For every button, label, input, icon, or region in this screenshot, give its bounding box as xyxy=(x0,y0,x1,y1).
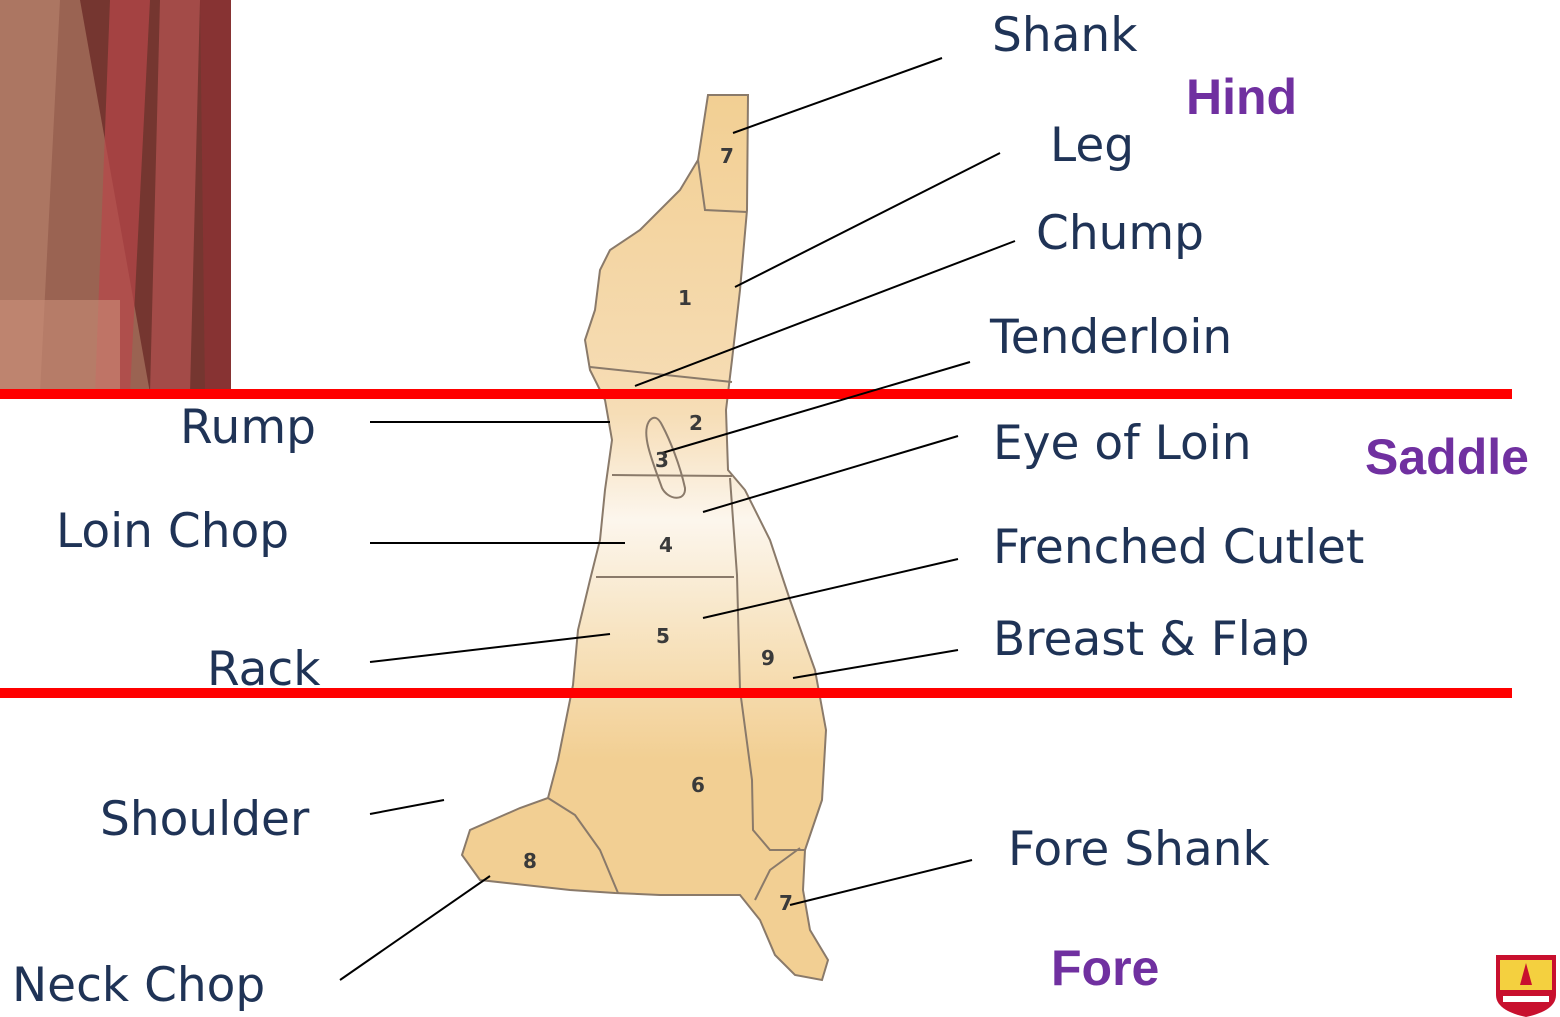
label-loin-chop: Loin Chop xyxy=(56,508,289,555)
label-tenderloin: Tenderloin xyxy=(990,314,1232,361)
region-number-hind-shank: 7 xyxy=(720,144,734,168)
carcass-outline xyxy=(462,95,828,980)
region-number-rack: 5 xyxy=(656,624,670,648)
label-rack: Rack xyxy=(207,646,320,693)
label-leg: Leg xyxy=(1050,122,1134,169)
leader-neck-chop xyxy=(340,876,490,980)
region-number-breast: 9 xyxy=(761,646,775,670)
region-number-loin: 4 xyxy=(659,533,673,557)
label-neck-chop: Neck Chop xyxy=(12,962,265,1009)
label-frenched-cutlet: Frenched Cutlet xyxy=(993,524,1364,571)
leader-fore-shank xyxy=(790,860,972,905)
leader-shoulder xyxy=(370,800,444,814)
region-number-chump: 2 xyxy=(689,411,703,435)
region-number-fore-shank: 7 xyxy=(779,891,793,915)
label-fore-shank: Fore Shank xyxy=(1008,826,1270,873)
label-shoulder: Shoulder xyxy=(100,796,309,843)
label-chump: Chump xyxy=(1036,210,1204,257)
label-breast-flap: Breast & Flap xyxy=(993,616,1309,663)
leader-breast-flap xyxy=(793,650,958,678)
leader-leg xyxy=(735,153,1000,287)
region-number-tenderloin: 3 xyxy=(655,448,669,472)
label-shank: Shank xyxy=(992,12,1137,59)
region-number-leg: 1 xyxy=(678,286,692,310)
section-fore: Fore xyxy=(1051,943,1159,993)
leader-eye-of-loin xyxy=(703,436,958,512)
region-number-shoulder: 6 xyxy=(691,773,705,797)
region-number-neck: 8 xyxy=(523,849,537,873)
label-rump: Rump xyxy=(180,404,316,451)
leader-rack xyxy=(370,634,610,662)
section-hind: Hind xyxy=(1186,72,1297,122)
section-saddle: Saddle xyxy=(1365,432,1529,482)
university-crest-logo-icon xyxy=(1496,955,1556,1017)
leader-shank xyxy=(733,58,942,133)
label-eye-of-loin: Eye of Loin xyxy=(993,420,1252,467)
